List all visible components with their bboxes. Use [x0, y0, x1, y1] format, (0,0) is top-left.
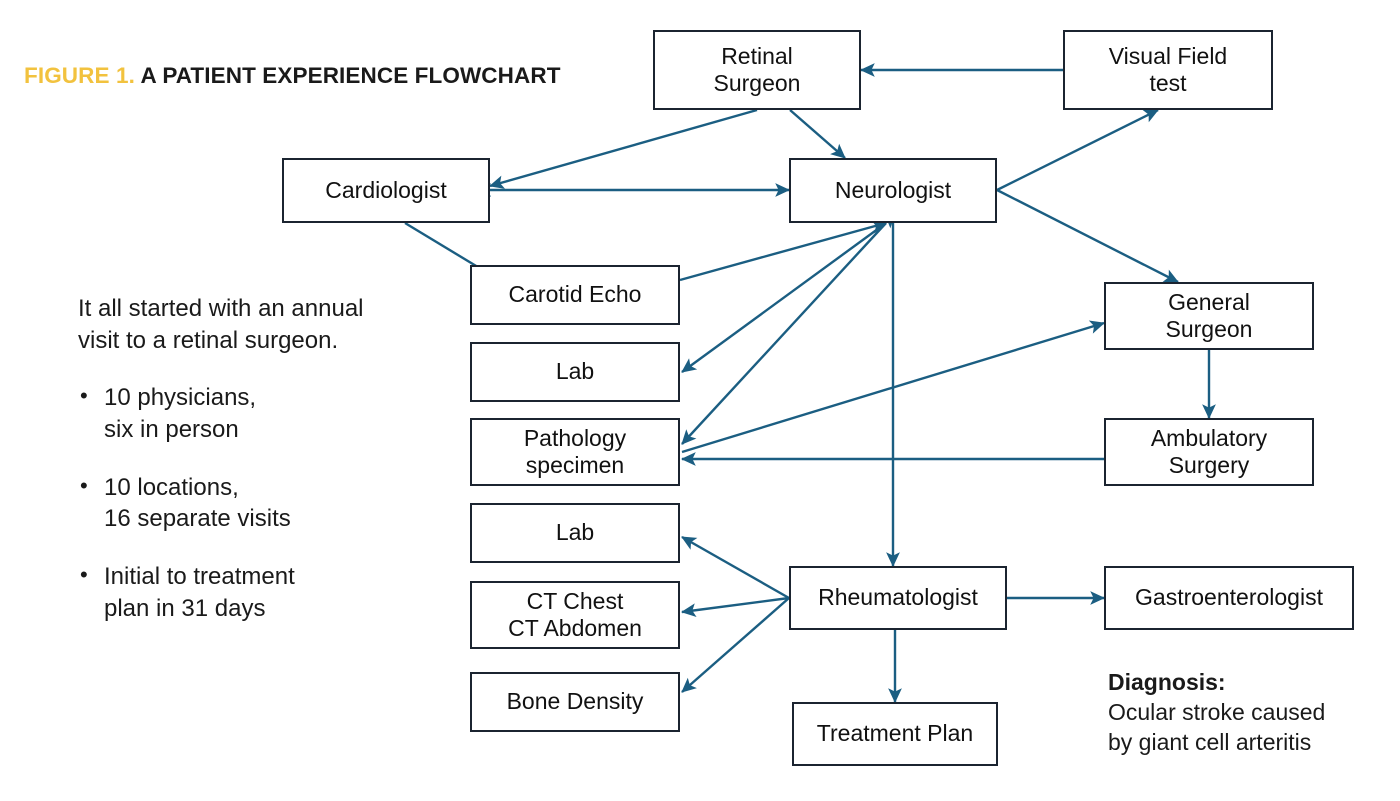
- edge-carotid-echo-to-neurologist: [679, 220, 887, 282]
- edge-neurologist-to-visual-field-test: [996, 108, 1159, 192]
- edge-rheumatologist-to-bone-density: [681, 597, 790, 693]
- node-label-line-1: General: [1168, 288, 1250, 315]
- edge-retinal-surgeon-to-cardiologist: [489, 108, 758, 189]
- edge-pathology-specimen-to-general-surgeon: [681, 320, 1105, 454]
- diagnosis-line-1: Ocular stroke caused: [1108, 698, 1326, 725]
- diagnosis-heading: Diagnosis:: [1108, 669, 1226, 695]
- bullet-line-1: 10 locations,: [104, 473, 239, 501]
- node-label-line-1: Lab: [555, 358, 595, 385]
- node-bone-density[interactable]: Bone Density: [470, 672, 680, 732]
- node-label-line-1: Neurologist: [834, 176, 952, 203]
- node-label-line-1: Bone Density: [506, 688, 644, 715]
- diagnosis-line-2: by giant cell arteritis: [1108, 728, 1312, 755]
- node-label-line-1: Ambulatory: [1150, 424, 1268, 451]
- node-label-line-2: Surgeon: [1165, 316, 1253, 342]
- node-label-line-2: test: [1149, 70, 1187, 96]
- node-label-line-2: CT Abdomen: [508, 615, 642, 641]
- list-item: 10 physicians, six in person: [78, 381, 408, 445]
- node-gastroenterologist[interactable]: Gastroenterologist: [1104, 566, 1354, 630]
- node-label-line-1: CT Chest: [526, 587, 624, 614]
- node-label-line-2: Surgeon: [713, 70, 801, 96]
- node-label-line-1: Rheumatologist: [818, 584, 978, 611]
- node-label-line-1: Treatment Plan: [816, 720, 974, 747]
- narrative-lead: It all started with an annual visit to a…: [78, 295, 364, 354]
- narrative-bullet-list: 10 physicians, six in person 10 location…: [78, 381, 408, 624]
- node-label-line-1: Carotid Echo: [508, 281, 642, 308]
- node-label-line-1: Pathology: [523, 424, 627, 451]
- edge-rheumatologist-to-lab-lower: [681, 535, 790, 600]
- list-item: 10 locations, 16 separate visits: [78, 471, 408, 535]
- edge-neurologist-to-pathology-specimen: [681, 212, 896, 445]
- node-carotid-echo[interactable]: Carotid Echo: [470, 265, 680, 325]
- figure-caption: A PATIENT EXPERIENCE FLOWCHART: [140, 63, 561, 88]
- node-lab-upper[interactable]: Lab: [470, 342, 680, 402]
- edge-neurologist-to-general-surgeon: [996, 188, 1179, 284]
- edge-rheumatologist-to-ct-chest-abdomen: [681, 596, 790, 618]
- bullet-line-2: six in person: [104, 416, 239, 444]
- list-item: Initial to treatment plan in 31 days: [78, 560, 408, 624]
- figure-title: FIGURE 1. A PATIENT EXPERIENCE FLOWCHART: [24, 63, 561, 89]
- bullet-line-1: Initial to treatment: [104, 563, 295, 591]
- node-label-line-2: specimen: [525, 452, 625, 478]
- node-cardiologist[interactable]: Cardiologist: [282, 158, 490, 223]
- edge-neurologist-to-lab-upper: [681, 222, 887, 373]
- node-neurologist[interactable]: Neurologist: [789, 158, 997, 223]
- diagnosis-block: Diagnosis: Ocular stroke caused by giant…: [1108, 668, 1388, 758]
- node-label-line-1: Gastroenterologist: [1135, 584, 1323, 611]
- narrative-text: It all started with an annual visit to a…: [78, 293, 408, 624]
- node-label-line-2: Surgery: [1168, 452, 1250, 478]
- node-label-line-1: Visual Field: [1108, 42, 1228, 69]
- bullet-line-2: plan in 31 days: [104, 594, 266, 622]
- bullet-line-1: 10 physicians,: [104, 384, 257, 412]
- bullet-line-2: 16 separate visits: [104, 505, 291, 533]
- edge-retinal-surgeon-to-neurologist: [789, 109, 846, 159]
- node-treatment-plan[interactable]: Treatment Plan: [792, 702, 998, 766]
- figure-number: FIGURE 1.: [24, 63, 135, 88]
- node-rheumatologist[interactable]: Rheumatologist: [789, 566, 1007, 630]
- node-lab-lower[interactable]: Lab: [470, 503, 680, 563]
- node-label-line-1: Lab: [555, 519, 595, 546]
- node-label-line-1: Retinal: [721, 42, 793, 69]
- node-label-line-1: Cardiologist: [325, 176, 447, 203]
